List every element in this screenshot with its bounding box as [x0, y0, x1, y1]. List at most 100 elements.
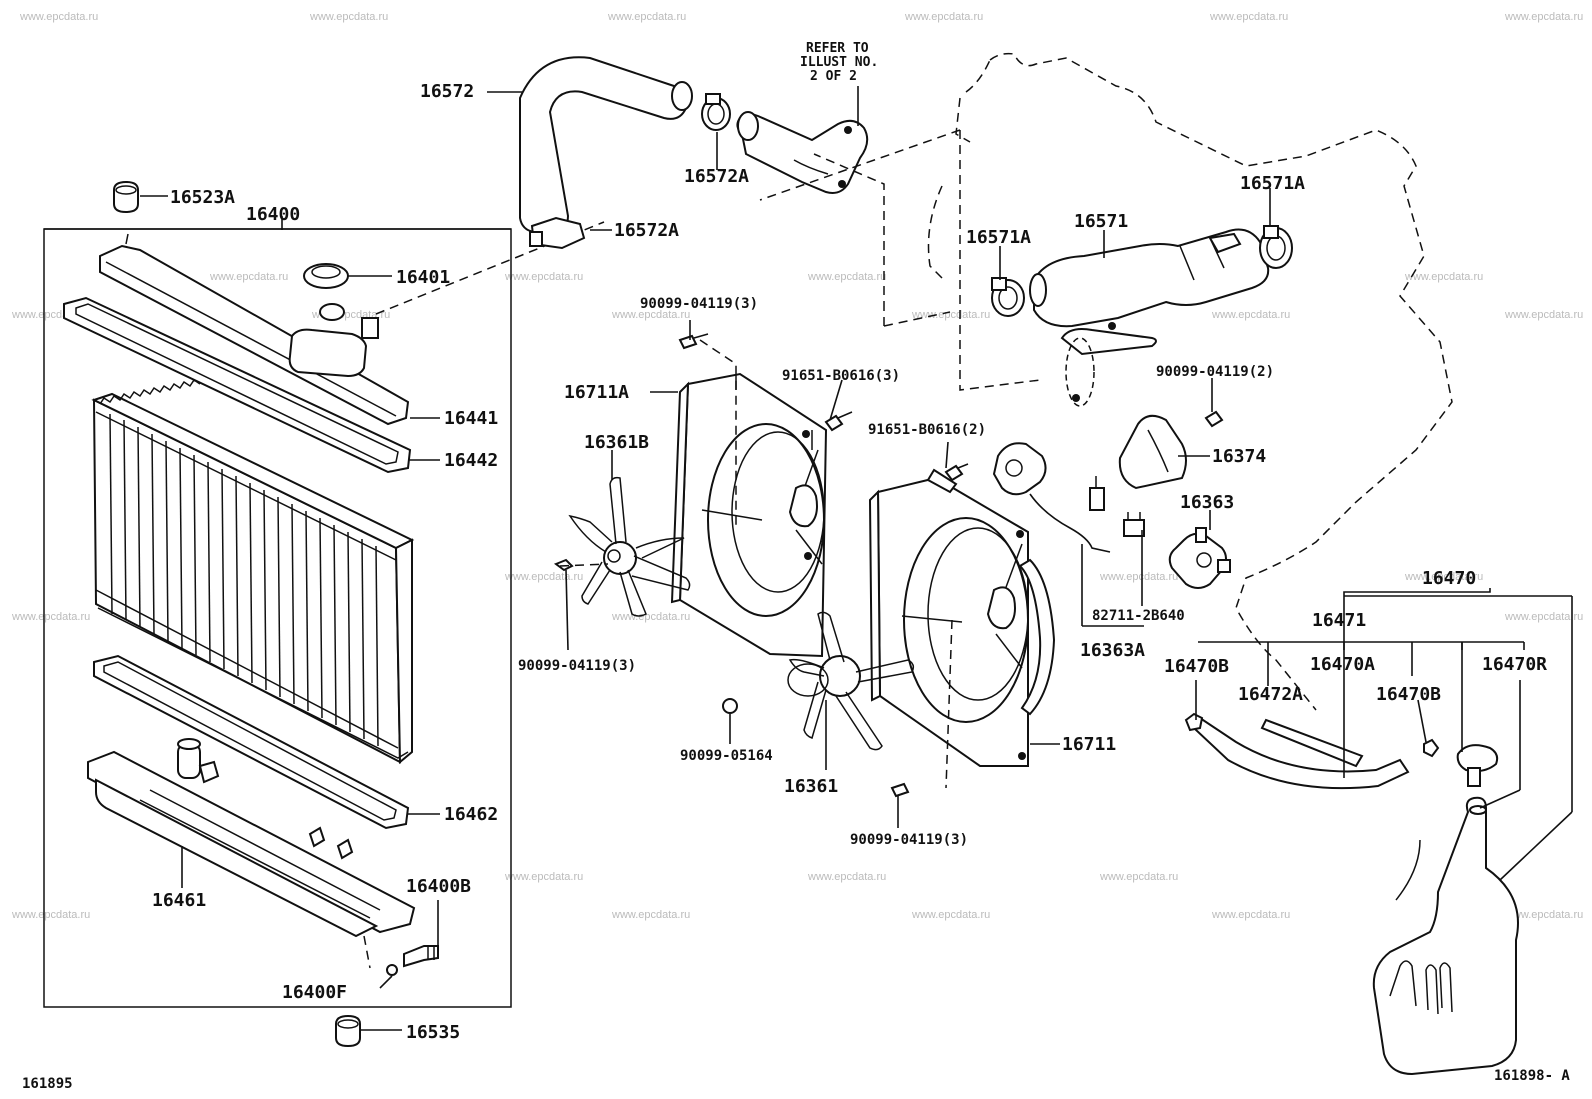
radiator-core: [91, 378, 415, 765]
refer-note-line3: 2 OF 2: [810, 69, 857, 84]
diagram-code-left: 161895: [22, 1076, 73, 1092]
watermark: www.epcdata.ru: [911, 309, 990, 321]
drain-cock: [386, 945, 439, 976]
hose-clamp-16571A-right: [1259, 225, 1293, 269]
label-16401: 16401: [396, 267, 450, 288]
label-90099-05164: 90099-05164: [680, 748, 773, 764]
radiator-assembly: [43, 180, 605, 1048]
watermark: www.epcdata.ru: [1209, 11, 1288, 23]
reservoir-brackets: [1195, 588, 1573, 881]
watermark: www.epcdata.ru: [1504, 309, 1583, 321]
label-16572: 16572: [420, 81, 474, 102]
watermark: www.epcdata.ru: [309, 11, 388, 23]
watermark: www.epcdata.ru: [807, 871, 886, 883]
connector-82711: [1123, 512, 1145, 537]
label-16361B: 16361B: [584, 432, 649, 453]
label-16571: 16571: [1074, 211, 1128, 232]
fan-shroud-left: [670, 372, 828, 658]
label-16462: 16462: [444, 804, 498, 825]
upper-hose-area: REFER TO ILLUST NO. 2 OF 2: [519, 41, 878, 250]
watermark: www.epcdata.ru: [1404, 271, 1483, 283]
label-91651-B0616-2: 91651-B0616(2): [868, 422, 986, 438]
label-16571A-left: 16571A: [966, 227, 1031, 248]
watermark: www.epcdata.ru: [611, 909, 690, 921]
fan-motor-shroud: [992, 442, 1111, 553]
watermark: www.epcdata.ru: [611, 611, 690, 623]
refer-note-line1: REFER TO: [806, 41, 869, 56]
diagram-code-right: 161898- A: [1494, 1068, 1570, 1084]
mount-cushion-upper: [113, 180, 139, 214]
lower-tank: [87, 738, 416, 938]
reservoir-cap: [1456, 744, 1499, 787]
upper-gasket: [63, 296, 412, 474]
label-16470A: 16470A: [1310, 654, 1375, 675]
label-16470B-left: 16470B: [1164, 656, 1229, 677]
label-16400F: 16400F: [282, 982, 347, 1003]
watermark: www.epcdata.ru: [11, 611, 90, 623]
watermark: www.epcdata.ru: [1211, 909, 1290, 921]
bolt-90099-bottom: [890, 782, 910, 798]
watermark: www.epcdata.ru: [1099, 871, 1178, 883]
label-16470B-right: 16470B: [1376, 684, 1441, 705]
hose-clamp-upper: [701, 93, 731, 131]
mount-cushion-lower: [335, 1014, 361, 1048]
label-91651-B0616-3: 91651-B0616(3): [782, 368, 900, 384]
watermark: www.epcdata.ru: [607, 11, 686, 23]
upper-tank: [99, 233, 410, 426]
watermark: www.epcdata.ru: [504, 271, 583, 283]
label-16442: 16442: [444, 450, 498, 471]
fan-shroud-right: [868, 468, 1056, 767]
watermark: www.epcdata.ru: [807, 271, 886, 283]
label-16471: 16471: [1312, 610, 1366, 631]
label-16441: 16441: [444, 408, 498, 429]
label-16363: 16363: [1180, 492, 1234, 513]
hose-clamp-16571A-left: [991, 277, 1025, 317]
fan-16361: [787, 611, 915, 751]
radiator-cap: [303, 263, 349, 289]
bolt-91651-3: [824, 411, 853, 432]
label-16361: 16361: [784, 776, 838, 797]
label-16571A-right: 16571A: [1240, 173, 1305, 194]
engine-outlet-gasket: [1060, 322, 1157, 407]
watermark: www.epcdata.ru: [1211, 309, 1290, 321]
label-16472A: 16472A: [1238, 684, 1303, 705]
radiator-hose-lower: [1029, 228, 1270, 328]
reservoir-hose: [1192, 716, 1410, 790]
bolt-90099-top: [678, 333, 709, 350]
watermark: www.epcdata.ru: [1504, 11, 1583, 23]
leader-lines: [140, 91, 1271, 1031]
watermark: www.epcdata.ru: [504, 871, 583, 883]
bolt-91651-2: [944, 463, 969, 482]
water-outlet: [736, 111, 869, 194]
label-90099-04119-2: 90099-04119(2): [1156, 364, 1274, 380]
label-16711: 16711: [1062, 734, 1116, 755]
part-labels: 16572 16572A 16572A 16523A 16400 16401 1…: [152, 81, 1547, 1043]
reservoir-hose-2: [1260, 718, 1364, 768]
watermark: www.epcdata.ru: [1099, 571, 1178, 583]
watermark: www.epcdata.ru: [209, 271, 288, 283]
watermark: www.epcdata.ru: [1504, 611, 1583, 623]
clip-16470B-right: [1423, 738, 1440, 758]
lower-gasket: [93, 654, 410, 830]
label-16374: 16374: [1212, 446, 1266, 467]
fan-motor: [1168, 527, 1231, 589]
clip-16470B-left: [1184, 712, 1204, 732]
watermark: www.epcdata.ru: [1504, 909, 1583, 921]
watermark: www.epcdata.ru: [911, 909, 990, 921]
watermark: www.epcdata.ru: [11, 909, 90, 921]
label-90099-04119-3-left: 90099-04119(3): [518, 658, 636, 674]
watermark: www.epcdata.ru: [19, 11, 98, 23]
label-90099-04119-3-top: 90099-04119(3): [640, 296, 758, 312]
bolt-90099-2: [1204, 410, 1224, 428]
label-16400: 16400: [246, 204, 300, 225]
fan-16361B: [553, 476, 691, 617]
label-16535: 16535: [406, 1022, 460, 1043]
engine-outline: [759, 52, 1453, 711]
watermark: www.epcdata.ru: [504, 571, 583, 583]
label-16572A-lower: 16572A: [614, 220, 679, 241]
label-16461: 16461: [152, 890, 206, 911]
label-16363A: 16363A: [1080, 640, 1145, 661]
label-16572A-top: 16572A: [684, 166, 749, 187]
nut-90099-05164: [722, 698, 738, 714]
